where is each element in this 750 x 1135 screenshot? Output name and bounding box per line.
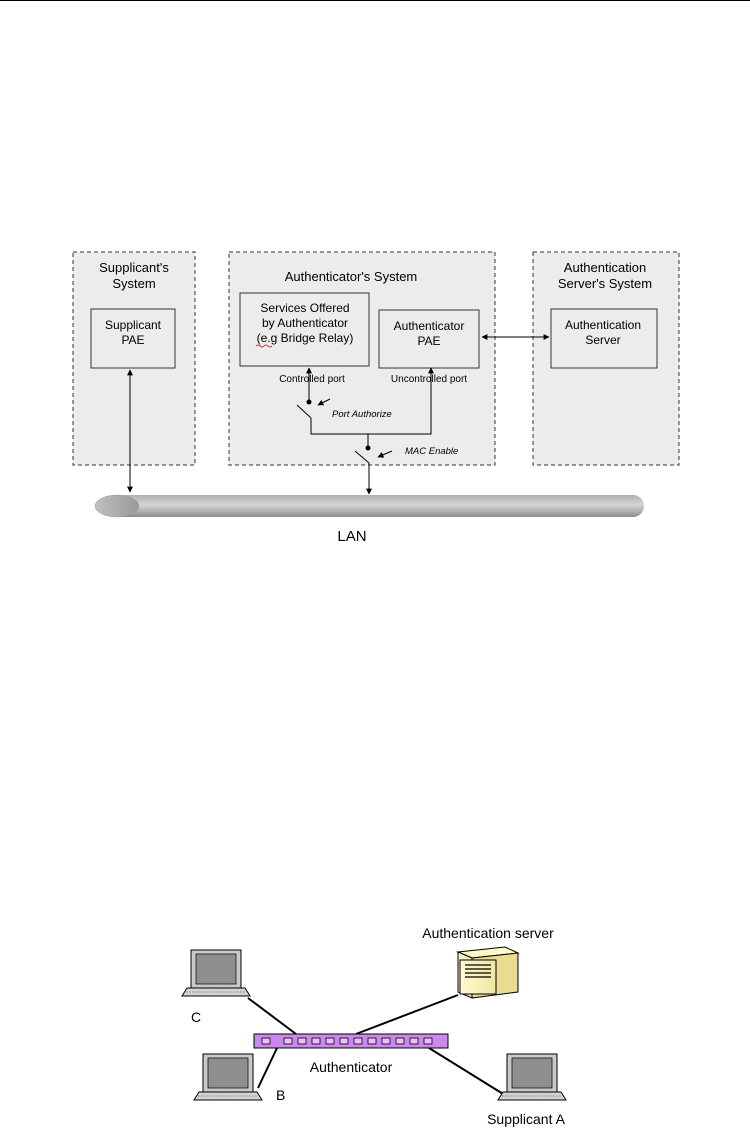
authenticator-system-title: Authenticator's System xyxy=(285,269,418,284)
laptop-supplicant-a-icon xyxy=(498,1054,566,1100)
link-c xyxy=(248,998,296,1034)
client-c-label: C xyxy=(191,1009,201,1025)
authenticator-system-box: Authenticator's System Services Offered … xyxy=(229,252,495,494)
authenticator-label: Authenticator xyxy=(310,1059,393,1075)
services-label-3: (e.g Bridge Relay) xyxy=(257,331,354,345)
supplicant-a-label: Supplicant A xyxy=(487,1111,565,1127)
lan-label: LAN xyxy=(337,528,366,545)
laptop-b-icon xyxy=(194,1054,262,1100)
auth-server-system-title-2: Server's System xyxy=(558,276,652,291)
auth-server-label-1: Authentication xyxy=(565,318,641,332)
link-supplicant-a xyxy=(429,1048,508,1097)
laptop-c-icon xyxy=(182,950,250,996)
supplicant-pae-label-2: PAE xyxy=(121,333,144,347)
services-label-2: by Authenticator xyxy=(262,316,348,330)
supplicant-system-title-2: System xyxy=(112,276,155,291)
authenticator-pae-label-2: PAE xyxy=(417,334,440,348)
mac-enable-label: MAC Enable xyxy=(405,446,458,457)
controlled-port-label: Controlled port xyxy=(279,374,345,385)
supplicant-pae-label-1: Supplicant xyxy=(105,318,162,332)
uncontrolled-port-label: Uncontrolled port xyxy=(391,374,467,385)
auth-server-system-box: Authentication Server's System Authentic… xyxy=(533,252,679,465)
auth-server-icon xyxy=(458,947,518,998)
lan-tube xyxy=(95,495,644,517)
auth-server-label-2: Server xyxy=(585,333,620,347)
authenticator-pae-label-1: Authenticator xyxy=(394,319,465,333)
supplicant-system-title-1: Supplicant's xyxy=(99,260,169,275)
topology-diagram: C B Supplicant A Authenticat xyxy=(182,925,566,1127)
port-authorize-label: Port Authorize xyxy=(332,409,392,420)
link-b xyxy=(258,1048,277,1088)
authenticator-switch-icon xyxy=(254,1034,448,1048)
client-b-label: B xyxy=(276,1087,285,1103)
auth-server-system-title-1: Authentication xyxy=(564,260,646,275)
supplicant-system-box: Supplicant's System Supplicant PAE xyxy=(73,252,195,465)
services-label-1: Services Offered xyxy=(260,301,349,315)
link-server xyxy=(356,995,458,1034)
architecture-diagram: Supplicant's System Supplicant PAE Authe… xyxy=(73,252,679,545)
auth-server-label: Authentication server xyxy=(422,925,554,941)
